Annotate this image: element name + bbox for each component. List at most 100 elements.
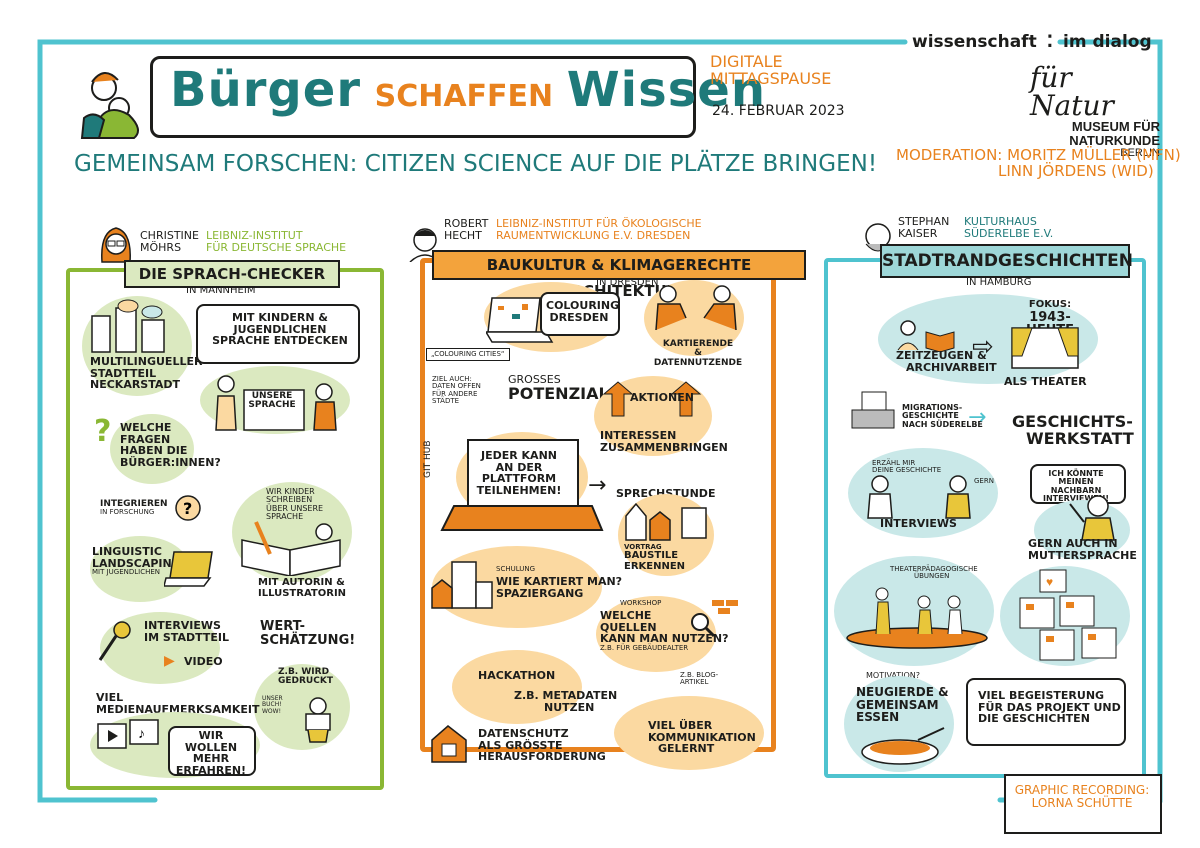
city-walk-icon <box>431 561 493 609</box>
speaker-name-line-2: Möhrs <box>140 240 182 254</box>
question-note-line-3: haben die <box>120 444 188 458</box>
platform-laptop-icon <box>440 439 604 531</box>
child-with-book-icon <box>305 697 331 743</box>
mfn-logo-line-1: MUSEUM FÜR <box>1071 119 1160 134</box>
curiosity-note-line-2: gemeinsam <box>856 697 939 712</box>
migration-note-line-1: Migrations- <box>902 403 963 412</box>
metadata-note: z.B. Metadatennutzen <box>514 690 617 713</box>
title-word-3: Wissen <box>566 62 766 118</box>
stakeholders-note-line-2: & <box>694 348 702 359</box>
arrow-right-icon: → <box>588 473 607 498</box>
sources-note-line-2: Quellen <box>600 620 657 634</box>
blog-note: z.B. Blog-Artikel <box>680 671 718 687</box>
history-workshop-label-line-2: werkstatt <box>1026 428 1134 448</box>
integrate-note: Integrierenin Forschung <box>100 499 168 517</box>
magnifier-icon <box>691 600 738 638</box>
speaker-org-line-1: Leibniz-Institut <box>206 229 303 242</box>
print-note-line-1: z.B. wird <box>278 667 330 677</box>
mapping-note: Wie kartiert man?Spaziergang <box>496 576 622 599</box>
moderation-label: Moderation: <box>896 146 1003 164</box>
colouring-cities-label: „Colouring Cities“ <box>426 348 510 362</box>
consultation-hour-label: Sprechstunde <box>616 488 715 500</box>
blog-note-line-2: Artikel <box>680 678 709 687</box>
platform-note-line-4: teilnehmen! <box>476 483 562 497</box>
appreciation-note: Wert-schätzung! <box>260 620 355 647</box>
wid-colon-icon: ⁚ <box>1046 32 1054 52</box>
theater-label: als Theater <box>1004 375 1087 388</box>
speaker-org: Leibniz-Institutfür Deutsche Sprache <box>206 230 346 253</box>
sign-text-line-1: Unsere <box>251 391 293 401</box>
question-note-line-1: Welche <box>120 421 172 434</box>
lecture-note-line-3: erkennen <box>624 560 686 572</box>
linguistic-landscaping-note-line-3: mit Jugendlichen <box>92 568 161 577</box>
more-bubble-text: Wir wollenmehrerfahren! <box>174 730 248 776</box>
lecture-note: VortragBaustileerkennen <box>624 543 686 572</box>
kids-write-note: Wir Kinderschreibenüber unsereSprache <box>266 487 324 522</box>
metadata-note-line-1: z.B. Metadaten <box>514 689 618 702</box>
kids-write-note-line-1: Wir Kinder <box>266 487 315 496</box>
sign-text-line-2: Sprache <box>248 400 296 411</box>
blob <box>254 664 350 750</box>
mfn-logo-script: für Natur <box>1030 61 1114 122</box>
sources-note: WelcheQuellenkann man nutzen?z.B. für Ge… <box>600 610 729 652</box>
mother-tongue-note-line-1: gern auch in <box>1028 537 1118 550</box>
speech-bubble-text-line-2: Jugendlichen <box>233 322 327 336</box>
question-mark-icon: ? <box>94 414 112 449</box>
more-bubble-text-line-2: mehr <box>192 752 230 766</box>
metadata-note-line-2: nutzen <box>544 700 595 714</box>
handshake-icon <box>655 285 737 331</box>
credit-text-line-2: Lorna Schütte <box>1031 795 1133 810</box>
lecture-note-line-1: Vortrag <box>624 543 662 551</box>
speaker-name-line-2: Kaiser <box>898 226 938 240</box>
platform-note-line-1: Jeder kann <box>480 449 557 462</box>
tell-story-note: Erzähl mirdeine Geschichte <box>872 459 942 475</box>
migration-note: Migrations-geschichtenach Süderelbe <box>902 403 983 429</box>
neighbor-bubble <box>1030 464 1126 504</box>
multilingual-note-line-2: Stadtteil <box>90 366 157 380</box>
theater-exercises-note-line-2: Übungen <box>914 572 950 581</box>
privacy-note-line-1: Datenschutz <box>478 727 569 740</box>
arrows-up-icon <box>602 381 702 417</box>
migration-note-line-2: geschichte <box>902 411 959 421</box>
speaker-name: RobertHecht <box>444 218 488 241</box>
integrate-icon: ? <box>175 495 201 521</box>
linguistic-landscaping-note-line-1: Linguistic <box>92 545 162 558</box>
curiosity-note-line-1: Neugierde & <box>856 685 949 699</box>
title-word-1: Bürger <box>170 62 362 118</box>
open-data-goal-note-line-2: Daten offen <box>432 382 481 391</box>
focus-note-line-1: Fokus: <box>1028 299 1072 310</box>
moderation: Moderation: Moritz Müller (MfN) Linn Jör… <box>896 146 1181 180</box>
video-label: Video <box>184 655 223 668</box>
stakeholders-note: Kartierende&Datennutzende <box>652 339 744 368</box>
print-note: z.B. wirdgedruckt <box>278 667 333 687</box>
speech-bubble-text: Mit Kindern &JugendlichenSprache entdeck… <box>210 312 350 347</box>
tell-story-note-line-2: deine Geschichte <box>872 466 942 475</box>
mfn-logo: für Natur MUSEUM FÜR NATURKUNDE BERLIN <box>1030 61 1160 160</box>
citizen-illustration-icon <box>80 72 139 139</box>
sources-note-line-3: kann man nutzen? <box>600 632 729 646</box>
communication-note-line-2: Kommunikation <box>648 730 756 744</box>
witness-note-line-2: Archivarbeit <box>906 360 997 374</box>
svg-text:?: ? <box>183 499 192 518</box>
open-data-goal-note-line-3: für andere <box>432 389 478 398</box>
github-label: Git Hub <box>423 440 433 478</box>
enthusiasm-bubble <box>966 678 1126 746</box>
stakeholders-note-line-1: Kartierende <box>662 339 734 349</box>
speaker-org-line-2: Süderelbe e.V. <box>964 226 1054 240</box>
kids-write-note-line-3: über unsere <box>266 503 324 513</box>
linguistic-landscaping-note: LinguisticLandscapingmit Jugendlichen <box>92 546 181 576</box>
kids-write-note-line-4: Sprache <box>266 512 304 522</box>
neighbor-bubble-text: Ich könnte meinenNachbarn interviewen! <box>1034 469 1118 504</box>
media-screens-icon: ♪ <box>97 719 159 749</box>
question-note: WelcheFragenhaben dieBürger:innen? <box>120 422 221 468</box>
speech-bubble <box>196 304 360 364</box>
interviews-note: Interviewsim Stadtteil <box>144 620 229 643</box>
book-cheer-note-line-2: Buch! <box>262 701 282 709</box>
panel-banner: Stadtrandgeschichten <box>880 244 1133 278</box>
curiosity-note: Neugierde &gemeinsamEssen <box>856 686 949 724</box>
author-note-line-2: Illustratorin <box>258 587 347 599</box>
credit-box <box>1004 774 1162 834</box>
sign-text: UnsereSprache <box>248 391 296 411</box>
blob <box>110 414 194 484</box>
speaker-name-line-1: Robert <box>444 217 489 230</box>
